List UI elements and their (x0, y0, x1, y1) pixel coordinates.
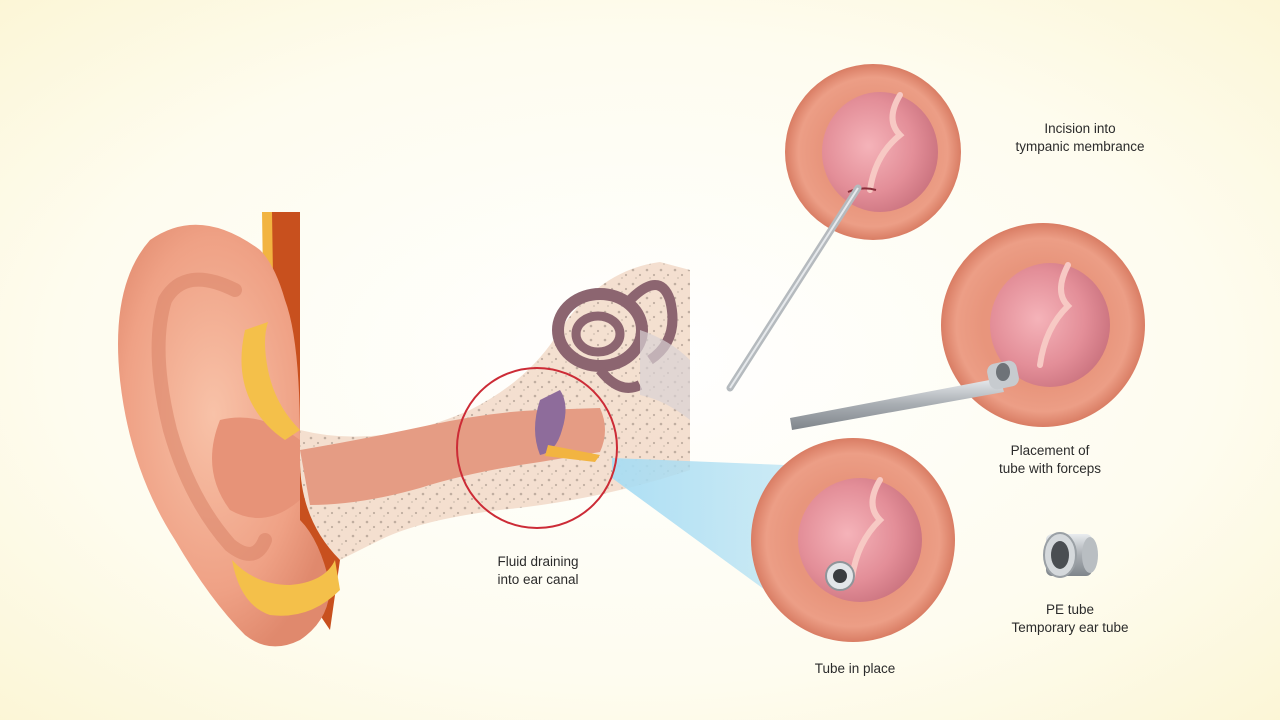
label-incision: Incision into tympanic membrance (1000, 120, 1160, 156)
label-tube-in-place: Tube in place (790, 660, 920, 678)
label-pe-tube: PE tube Temporary ear tube (990, 601, 1150, 637)
pinna-fold (151, 272, 272, 561)
cartilage-lower (232, 560, 340, 616)
label-incision-line2: tympanic membrance (1015, 139, 1145, 154)
label-tube-in-place-line1: Tube in place (814, 661, 896, 676)
eardrum-view-placement (790, 223, 1145, 430)
pe-tube-icon (1043, 532, 1098, 578)
label-fluid: Fluid draining into ear canal (478, 553, 598, 589)
ossicles (535, 390, 566, 455)
callout-circle (456, 367, 618, 529)
label-placement-line2: tube with forceps (998, 461, 1102, 476)
eardrum-view-tube-in-place (751, 438, 955, 642)
eardrum (545, 445, 600, 462)
label-fluid-line1: Fluid draining (497, 554, 579, 569)
ear-anatomy (118, 212, 690, 647)
forceps (790, 378, 1004, 430)
ear-canal (300, 408, 605, 505)
auditory-nerve (640, 330, 690, 420)
cartilage-upper (241, 322, 300, 440)
label-fluid-line2: into ear canal (497, 572, 579, 587)
label-incision-line1: Incision into (1044, 121, 1116, 136)
label-placement: Placement of tube with forceps (980, 442, 1120, 478)
label-placement-line1: Placement of (1010, 443, 1090, 458)
label-pe-tube-line2: Temporary ear tube (1011, 620, 1129, 635)
eardrum-view-incision (726, 64, 961, 392)
label-pe-tube-line1: PE tube (1045, 602, 1095, 617)
concha (212, 417, 300, 518)
callout-beam (612, 458, 785, 590)
